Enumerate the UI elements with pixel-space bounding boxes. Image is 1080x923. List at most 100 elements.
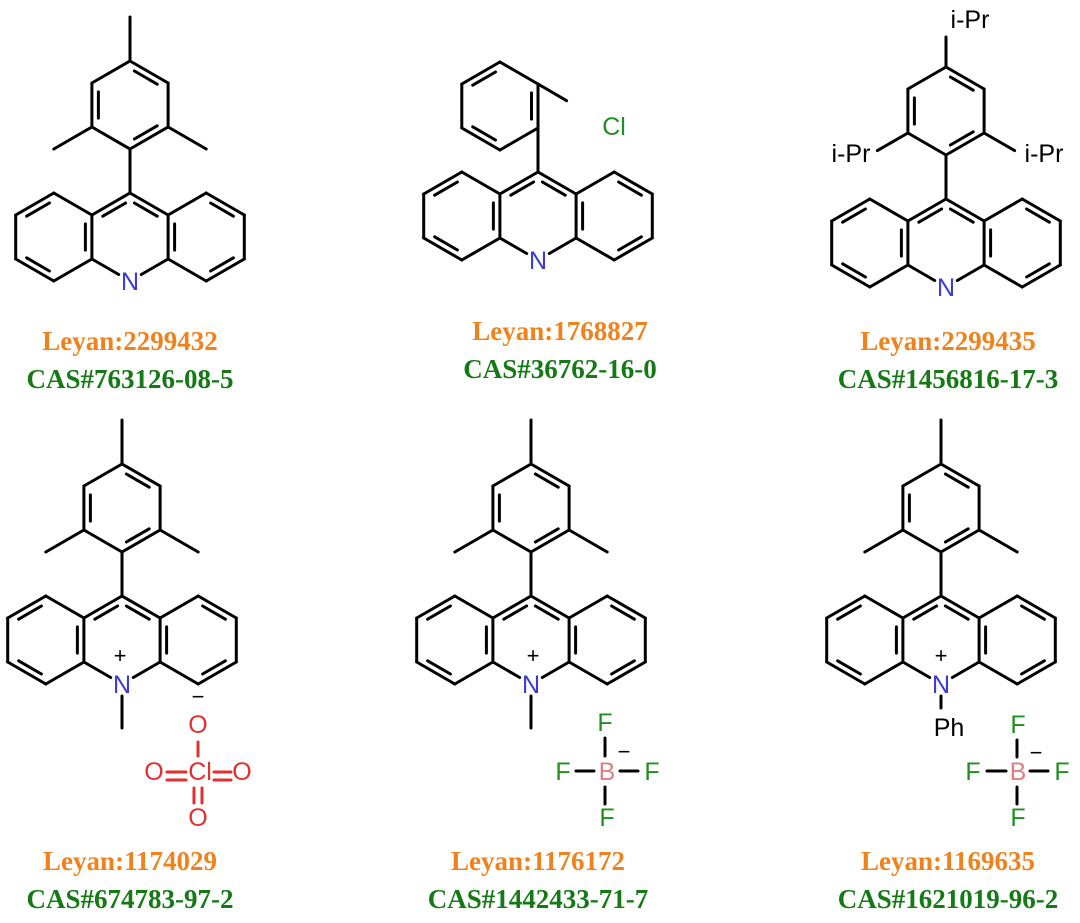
- bond: [901, 660, 932, 679]
- bond: [196, 594, 238, 620]
- double-bond-line: [124, 527, 151, 544]
- bond: [906, 65, 948, 91]
- fluorine-atom-label: F: [1010, 711, 1025, 739]
- double-bond-line: [426, 659, 452, 676]
- double-bond-line: [201, 604, 227, 621]
- leyan-catalog-number: Leyan:2299432: [42, 326, 218, 356]
- bond: [863, 528, 905, 554]
- phenyl-group-label: Ph: [934, 714, 965, 742]
- bond: [944, 131, 986, 157]
- isopropyl-group-label: i-Pr: [951, 6, 990, 34]
- double-bond-line: [610, 659, 636, 676]
- bond: [491, 528, 533, 554]
- double-bond-line: [841, 207, 867, 224]
- bond: [139, 257, 170, 276]
- nitrogen-atom-label: N: [529, 247, 547, 275]
- bond: [460, 170, 502, 196]
- bond: [453, 528, 495, 554]
- bond: [906, 131, 948, 157]
- bond: [977, 528, 1019, 554]
- fluorine-atom-label: F: [555, 758, 570, 786]
- bond: [529, 594, 571, 620]
- bond: [1015, 594, 1057, 620]
- double-bond-line: [502, 604, 529, 621]
- double-bond-line: [209, 256, 235, 273]
- nitrogen-atom-label: N: [121, 268, 139, 296]
- bond: [166, 191, 208, 217]
- bond: [6, 660, 48, 686]
- bond: [547, 236, 578, 255]
- double-bond-line: [17, 659, 43, 676]
- bond: [422, 170, 464, 196]
- double-bond-line: [1025, 262, 1051, 279]
- bond: [540, 660, 571, 679]
- bond: [977, 594, 1019, 620]
- bond: [939, 594, 981, 620]
- double-bond-line: [540, 180, 567, 197]
- bond: [529, 462, 571, 488]
- double-bond-line: [917, 207, 944, 224]
- bond: [128, 59, 170, 85]
- double-bond-line: [209, 201, 235, 218]
- bond: [574, 236, 616, 262]
- cas-number: CAS#1621019-96-2: [838, 884, 1059, 914]
- chlorine-atom-label: Cl: [188, 758, 212, 786]
- bond: [90, 59, 132, 85]
- bond: [875, 131, 910, 153]
- double-bond-line: [610, 604, 636, 621]
- double-bond-line: [433, 180, 459, 197]
- double-bond-line: [433, 235, 459, 252]
- bond: [863, 594, 905, 620]
- oxygen-atom-label: O: [188, 804, 207, 832]
- bond: [567, 528, 609, 554]
- bond: [529, 528, 571, 554]
- double-bond-line: [943, 604, 970, 621]
- double-bond-line: [948, 130, 975, 147]
- bond: [567, 594, 609, 620]
- fluorine-atom-label: F: [599, 804, 614, 832]
- fluorine-atom-label: F: [1054, 758, 1069, 786]
- compound-3: N i-Pr i-Pr i-Pr Leyan:2299435 CAS#14568…: [832, 6, 1064, 394]
- compound-6: N + Ph − F F B F F Leyan:1169635 CAS#162…: [838, 643, 1070, 914]
- bond: [204, 191, 246, 217]
- bond: [158, 528, 200, 554]
- positive-charge: +: [114, 643, 127, 668]
- double-bond-line: [943, 472, 970, 489]
- double-bond-line: [841, 262, 867, 279]
- fluorine-atom-label: F: [965, 758, 980, 786]
- bond: [120, 528, 162, 554]
- bond: [120, 462, 162, 488]
- double-bond-line: [617, 180, 643, 197]
- bond: [491, 660, 522, 679]
- bond: [491, 462, 533, 488]
- bond: [52, 257, 94, 283]
- bond: [204, 257, 246, 283]
- bond: [14, 191, 56, 217]
- double-bond-line: [132, 124, 159, 141]
- bond: [1020, 197, 1062, 223]
- bond: [498, 170, 540, 196]
- double-bond-line: [948, 75, 975, 92]
- leyan-catalog-number: Leyan:1176172: [451, 846, 625, 876]
- bond: [498, 60, 540, 86]
- double-bond-line: [1020, 659, 1046, 676]
- bond: [44, 528, 86, 554]
- bond: [460, 126, 502, 152]
- bond: [977, 660, 1019, 686]
- nitrogen-atom-label: N: [932, 671, 950, 699]
- bond: [166, 257, 208, 283]
- double-bond-line: [471, 125, 497, 142]
- bond: [982, 263, 1024, 289]
- bond: [906, 263, 937, 282]
- bond: [906, 197, 948, 223]
- bond: [82, 528, 124, 554]
- bond: [422, 236, 464, 262]
- oxygen-atom-label: O: [232, 758, 251, 786]
- double-bond-line: [509, 180, 536, 197]
- bond: [82, 660, 113, 679]
- double-bond-line: [471, 70, 497, 87]
- negative-charge: −: [192, 684, 205, 709]
- fluorine-atom-label: F: [597, 709, 612, 737]
- bond: [90, 125, 132, 151]
- double-bond-line: [132, 201, 159, 218]
